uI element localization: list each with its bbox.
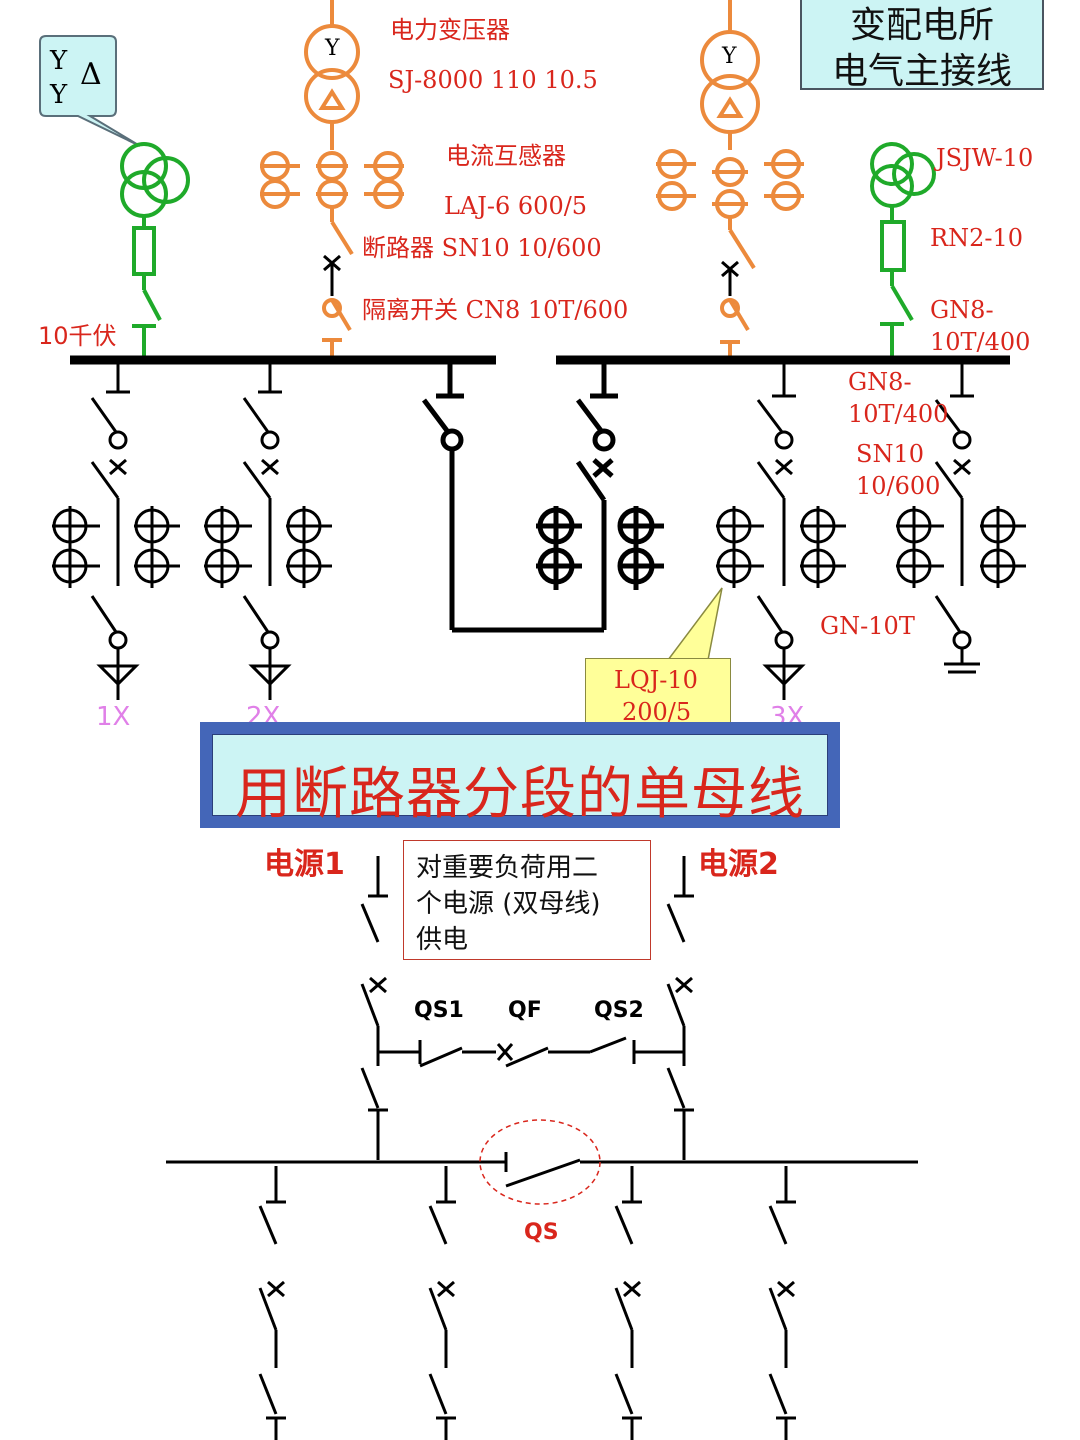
- label-bus-voltage: 10千伏: [38, 322, 117, 350]
- label-isolator: 隔离开关 CN8 10T/600: [362, 296, 629, 324]
- feeder-2x: [204, 364, 332, 700]
- title-line-2: 电气主接线: [831, 51, 1012, 92]
- banner-inner: 用断路器分段的单母线: [212, 734, 828, 827]
- label-transformer-name: 电力变压器: [390, 16, 510, 44]
- banner-text: 用断路器分段的单母线: [235, 762, 805, 827]
- qs-highlight-ellipse: [479, 1119, 601, 1205]
- lower-feeder-3: [614, 1166, 642, 1440]
- label-gn8-400-b: 10T/400: [930, 328, 1031, 356]
- note-line-1: 对重要负荷用二: [416, 853, 599, 883]
- yyd-delta: Δ: [80, 57, 102, 92]
- feeder-4: [896, 364, 1026, 674]
- lqj-callout: [585, 658, 731, 724]
- label-fuse-model: RN2-10: [930, 224, 1023, 252]
- title-box: 变配电所 电气主接线: [800, 0, 1044, 92]
- transformer-2-symbol: Y: [722, 44, 737, 69]
- label-breaker: 断路器 SN10 10/600: [362, 234, 602, 262]
- note-line-2: 个电源 (双母线): [416, 889, 601, 919]
- label-pt-model: JSJW-10: [936, 144, 1034, 172]
- lower-feeder-2: [428, 1166, 456, 1440]
- label-gn8-feeder-a: GN8-: [848, 368, 912, 396]
- transformer-1-symbol: Y: [325, 36, 340, 61]
- dual-source-note: 对重要负荷用二 个电源 (双母线) 供电: [403, 840, 651, 960]
- label-qs: QS: [524, 1220, 559, 1245]
- transformer-1: [260, 0, 404, 356]
- yyd-y2: Y: [50, 80, 68, 110]
- ct-group-1: [260, 151, 404, 209]
- label-gn8-400-a: GN8-: [930, 296, 994, 324]
- note-line-3: 供电: [416, 925, 469, 955]
- label-qf: QF: [508, 998, 542, 1023]
- lower-feeder-1: [258, 1166, 286, 1440]
- feeder-3x: [716, 364, 846, 700]
- left-voltage-transformer: [39, 35, 190, 356]
- label-lqj-a: LQJ-10: [614, 666, 698, 694]
- label-sn10-a: SN10: [856, 440, 924, 468]
- lower-feeder-4: [768, 1166, 796, 1440]
- label-gn8-feeder-b: 10T/400: [848, 400, 949, 428]
- feeder-label-1x: 1X: [96, 702, 131, 732]
- yyd-callout-bubble: [39, 35, 141, 147]
- ct-group-2: [656, 149, 804, 219]
- section-banner: 用断路器分段的单母线: [200, 722, 840, 828]
- label-lqj-b: 200/5: [622, 698, 692, 726]
- title-line-1: 变配电所: [849, 5, 994, 46]
- label-ct-model: LAJ-6 600/5: [444, 192, 588, 220]
- label-qs2: QS2: [594, 998, 644, 1023]
- label-qs1: QS1: [414, 998, 464, 1023]
- right-voltage-transformer: [870, 142, 936, 356]
- yyd-y1: Y: [50, 46, 68, 76]
- lower-wiring: [166, 856, 918, 1440]
- label-ct-name: 电流互感器: [446, 142, 566, 170]
- feeder-1x: [52, 364, 180, 700]
- label-source-2: 电源2: [698, 847, 779, 882]
- label-gn10t: GN-10T: [820, 612, 915, 640]
- label-transformer-model: SJ-8000 110 10.5: [388, 66, 598, 94]
- bus-tie: [422, 364, 664, 633]
- transformer-2: [656, 0, 804, 356]
- label-sn10-b: 10/600: [856, 472, 941, 500]
- lqj-callout-pointer: [666, 587, 723, 661]
- label-source-1: 电源1: [264, 847, 345, 882]
